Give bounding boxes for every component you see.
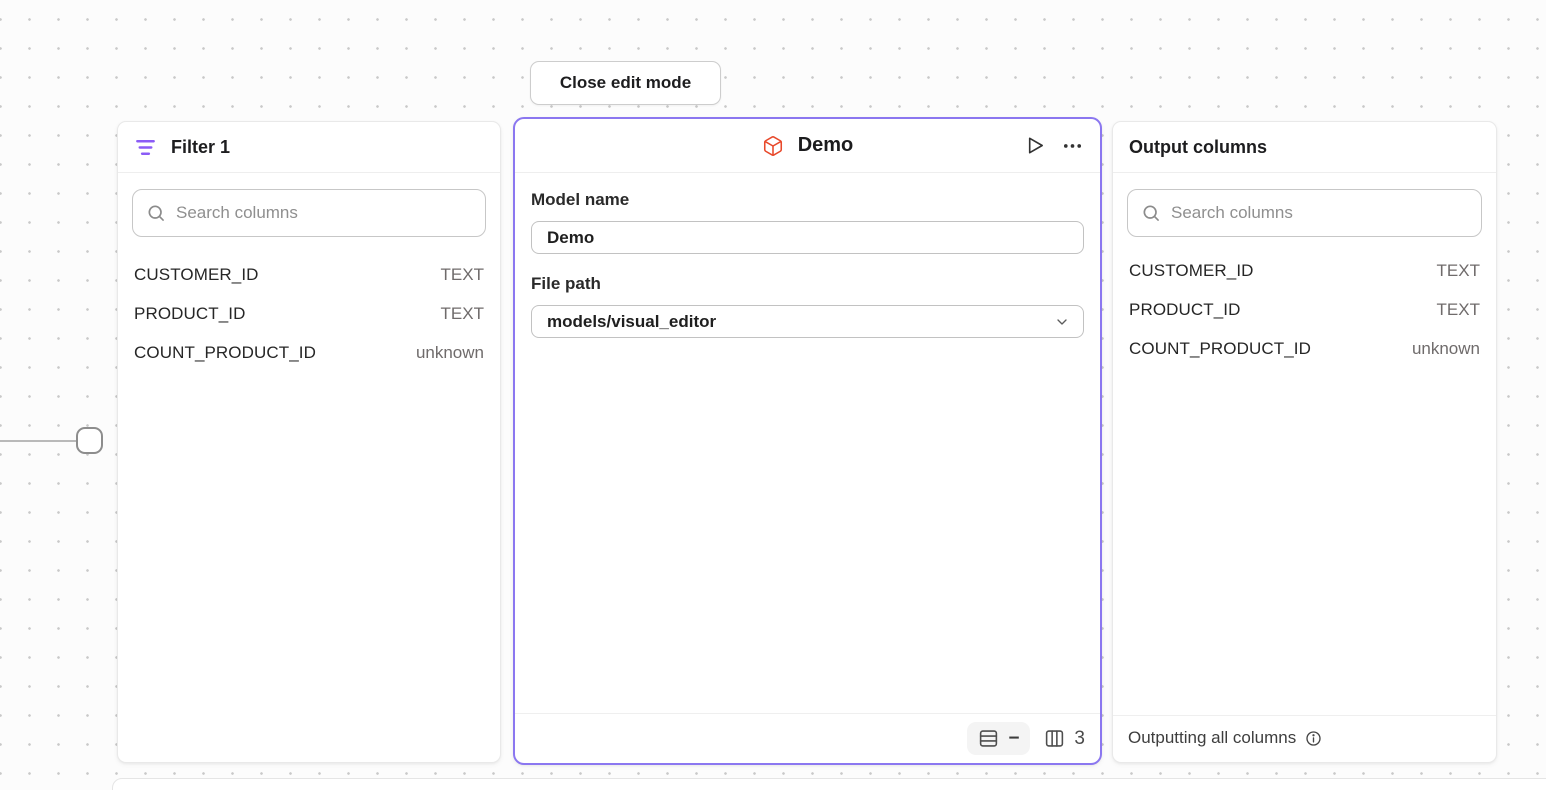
column-name: COUNT_PRODUCT_ID (1129, 338, 1312, 358)
column-type: unknown (415, 342, 484, 362)
column-type: TEXT (440, 303, 484, 323)
filter-panel-title: Filter 1 (171, 136, 231, 157)
output-columns-panel[interactable]: Output columns CUSTOMER_ID TEXT PRODUCT_… (1112, 121, 1497, 763)
chevron-down-icon (1054, 314, 1070, 330)
model-name-input[interactable] (531, 221, 1084, 254)
output-panel-header: Output columns (1113, 122, 1496, 173)
column-name: PRODUCT_ID (1129, 299, 1241, 319)
model-panel-footer: − 3 (515, 713, 1100, 763)
column-type: unknown (1411, 338, 1480, 358)
column-name: COUNT_PRODUCT_ID (134, 342, 317, 362)
info-icon[interactable] (1304, 729, 1323, 748)
edge-connector-line (0, 440, 77, 442)
filter-node-panel[interactable]: Filter 1 CUSTOMER_ID TEXT PRODUCT_ID TEX… (117, 121, 501, 763)
column-type: TEXT (1436, 299, 1480, 319)
column-name: CUSTOMER_ID (134, 264, 259, 284)
column-name: CUSTOMER_ID (1129, 260, 1254, 280)
output-column-list: CUSTOMER_ID TEXT PRODUCT_ID TEXT COUNT_P… (1113, 237, 1496, 368)
model-panel-header: Demo (515, 119, 1100, 173)
filter-search-input[interactable] (176, 203, 472, 223)
search-icon (146, 203, 166, 223)
column-name: PRODUCT_ID (134, 303, 246, 323)
output-panel-title: Output columns (1129, 136, 1267, 157)
model-name-label: Model name (531, 190, 630, 209)
row-count-value: − (1008, 728, 1020, 749)
filter-search-box[interactable] (132, 189, 486, 237)
filter-column-list: CUSTOMER_ID TEXT PRODUCT_ID TEXT COUNT_P… (118, 237, 500, 372)
bottom-results-panel[interactable] (112, 778, 1546, 790)
column-row[interactable]: PRODUCT_ID TEXT (1113, 290, 1496, 329)
column-type: TEXT (440, 264, 484, 284)
column-count-stat[interactable]: 3 (1044, 728, 1085, 750)
column-row[interactable]: COUNT_PRODUCT_ID unknown (1113, 329, 1496, 368)
edge-connection-handle[interactable] (76, 427, 103, 454)
output-footer-text: Outputting all columns (1128, 728, 1297, 747)
output-search-input[interactable] (1171, 203, 1468, 223)
run-model-button[interactable] (1023, 134, 1046, 157)
column-count-value: 3 (1074, 727, 1085, 749)
filter-icon (134, 136, 157, 159)
column-row[interactable]: COUNT_PRODUCT_ID unknown (118, 333, 500, 372)
box-icon (762, 135, 784, 157)
model-panel-title: Demo (797, 134, 854, 156)
output-search-box[interactable] (1127, 189, 1482, 237)
more-options-button[interactable] (1061, 134, 1084, 157)
file-path-value: models/visual_editor (547, 311, 717, 331)
search-icon (1141, 203, 1161, 223)
column-row[interactable]: CUSTOMER_ID TEXT (1113, 251, 1496, 290)
close-edit-mode-button[interactable]: Close edit mode (530, 61, 721, 105)
column-row[interactable]: PRODUCT_ID TEXT (118, 294, 500, 333)
rows-icon (978, 728, 999, 749)
model-node-panel[interactable]: Demo Model name (513, 117, 1102, 765)
output-panel-footer: Outputting all columns (1113, 715, 1496, 762)
columns-icon (1044, 728, 1065, 749)
row-count-stat[interactable]: − (967, 722, 1031, 755)
file-path-label: File path (531, 274, 601, 293)
column-type: TEXT (1436, 260, 1480, 280)
column-row[interactable]: CUSTOMER_ID TEXT (118, 255, 500, 294)
filter-panel-header: Filter 1 (118, 122, 500, 173)
file-path-select[interactable]: models/visual_editor (531, 305, 1084, 338)
play-icon (1023, 134, 1046, 157)
ellipsis-icon (1061, 134, 1084, 157)
